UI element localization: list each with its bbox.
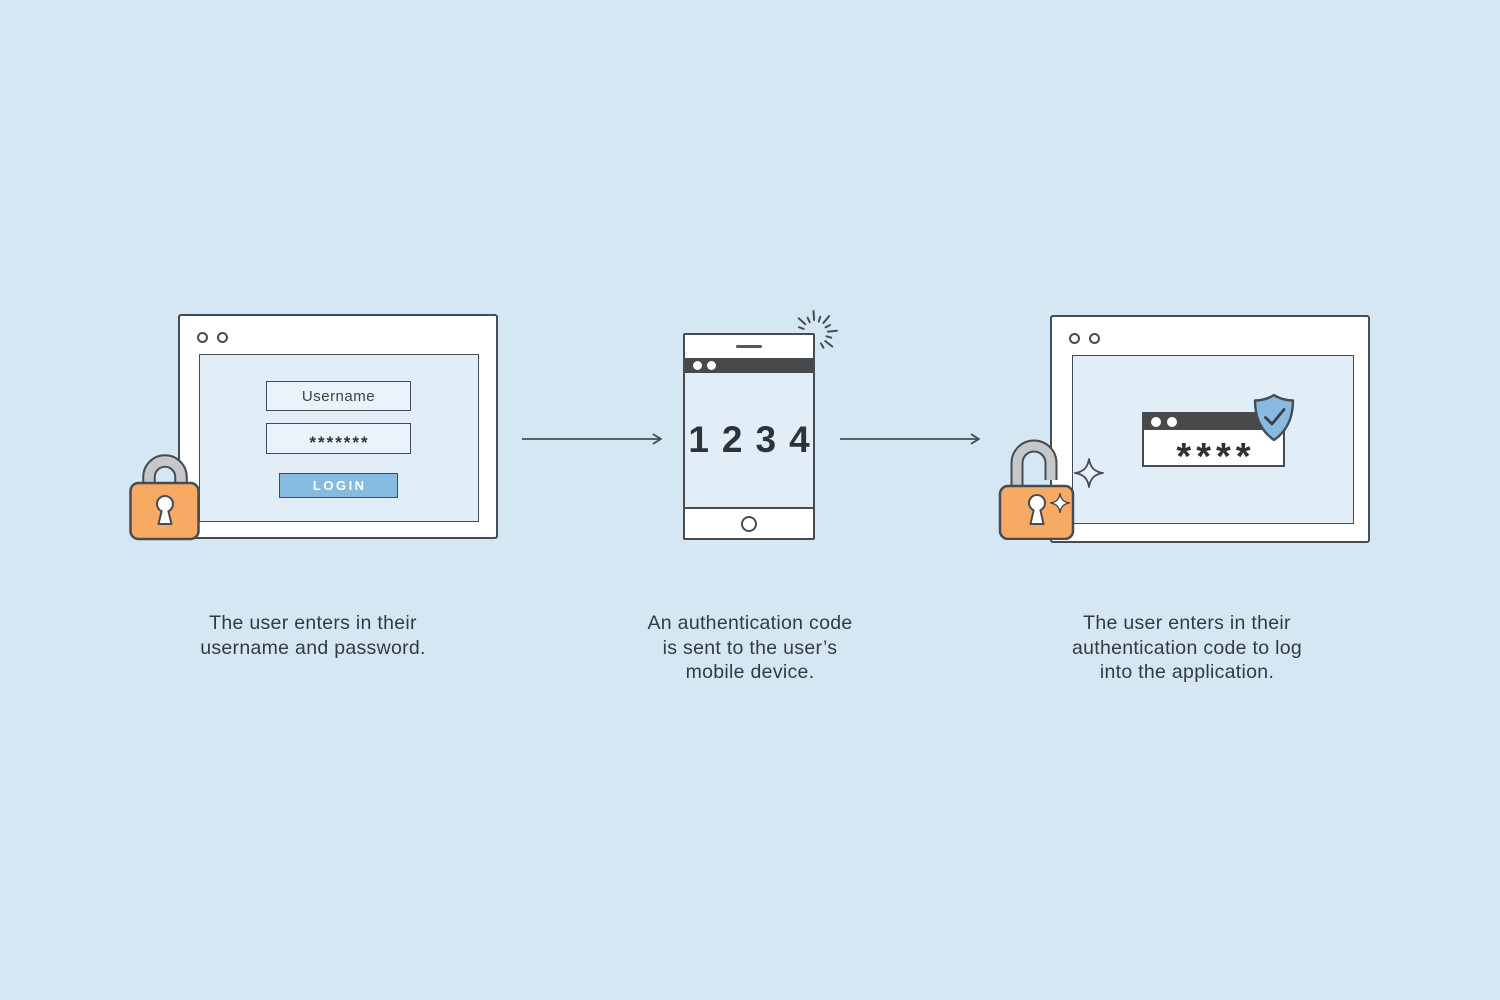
code-entry-window: **** xyxy=(1142,412,1285,478)
arrow-right-icon xyxy=(522,433,662,445)
window-control-dot xyxy=(1167,417,1177,427)
step1-caption: The user enters in their username and pa… xyxy=(143,611,483,660)
notification-dot xyxy=(707,361,716,370)
mobile-phone: 1234 xyxy=(683,333,815,540)
username-field[interactable]: Username xyxy=(266,381,411,411)
login-screen: Username ******* LOGIN xyxy=(199,354,479,522)
step2-caption: An authentication code is sent to the us… xyxy=(580,611,920,685)
verify-browser-window: **** xyxy=(1050,315,1370,543)
arrow-right-icon xyxy=(840,433,980,445)
login-browser-window: Username ******* LOGIN xyxy=(178,314,498,539)
caption-line: The user enters in their xyxy=(209,612,417,634)
code-input-field[interactable]: **** xyxy=(1144,430,1283,478)
password-field[interactable]: ******* xyxy=(266,423,411,454)
phone-home-button-icon[interactable] xyxy=(741,515,757,532)
phone-speaker-icon xyxy=(736,345,762,348)
caption-line: An authentication code xyxy=(647,612,853,634)
window-control-dot xyxy=(1069,333,1080,344)
login-button[interactable]: LOGIN xyxy=(279,473,398,498)
caption-line: is sent to the user’s xyxy=(662,636,838,659)
caption-line: authentication code to log xyxy=(1071,636,1303,659)
auth-code-value: 1234 xyxy=(688,419,823,460)
lock-open-icon xyxy=(997,436,1079,540)
shield-check-icon xyxy=(1253,393,1295,442)
password-value: ******* xyxy=(309,432,370,452)
code-value: **** xyxy=(1176,436,1256,478)
phone-notification-bar xyxy=(685,358,813,373)
step3-caption: The user enters in their authentication … xyxy=(1017,611,1357,685)
login-button-label: LOGIN xyxy=(312,478,367,493)
lock-closed-icon xyxy=(127,449,203,541)
notification-dot xyxy=(693,361,702,370)
sparkle-icon xyxy=(1074,458,1104,488)
phone-screen: 1234 xyxy=(685,373,813,507)
caption-line: username and password. xyxy=(200,636,426,659)
sparkle-icon xyxy=(1050,493,1070,513)
notification-burst-icon xyxy=(795,293,843,353)
username-value: Username xyxy=(301,387,376,405)
phone-top-bar xyxy=(685,335,813,358)
phone-bottom-bar xyxy=(685,507,813,538)
window-control-dot xyxy=(217,332,228,343)
window-control-dot xyxy=(1151,417,1161,427)
caption-line: mobile device. xyxy=(685,661,815,683)
code-window-title-bar xyxy=(1144,414,1283,430)
window-control-dot xyxy=(1089,333,1100,344)
caption-line: into the application. xyxy=(1099,661,1275,683)
window-control-dot xyxy=(197,332,208,343)
caption-line: The user enters in their xyxy=(1083,612,1291,634)
